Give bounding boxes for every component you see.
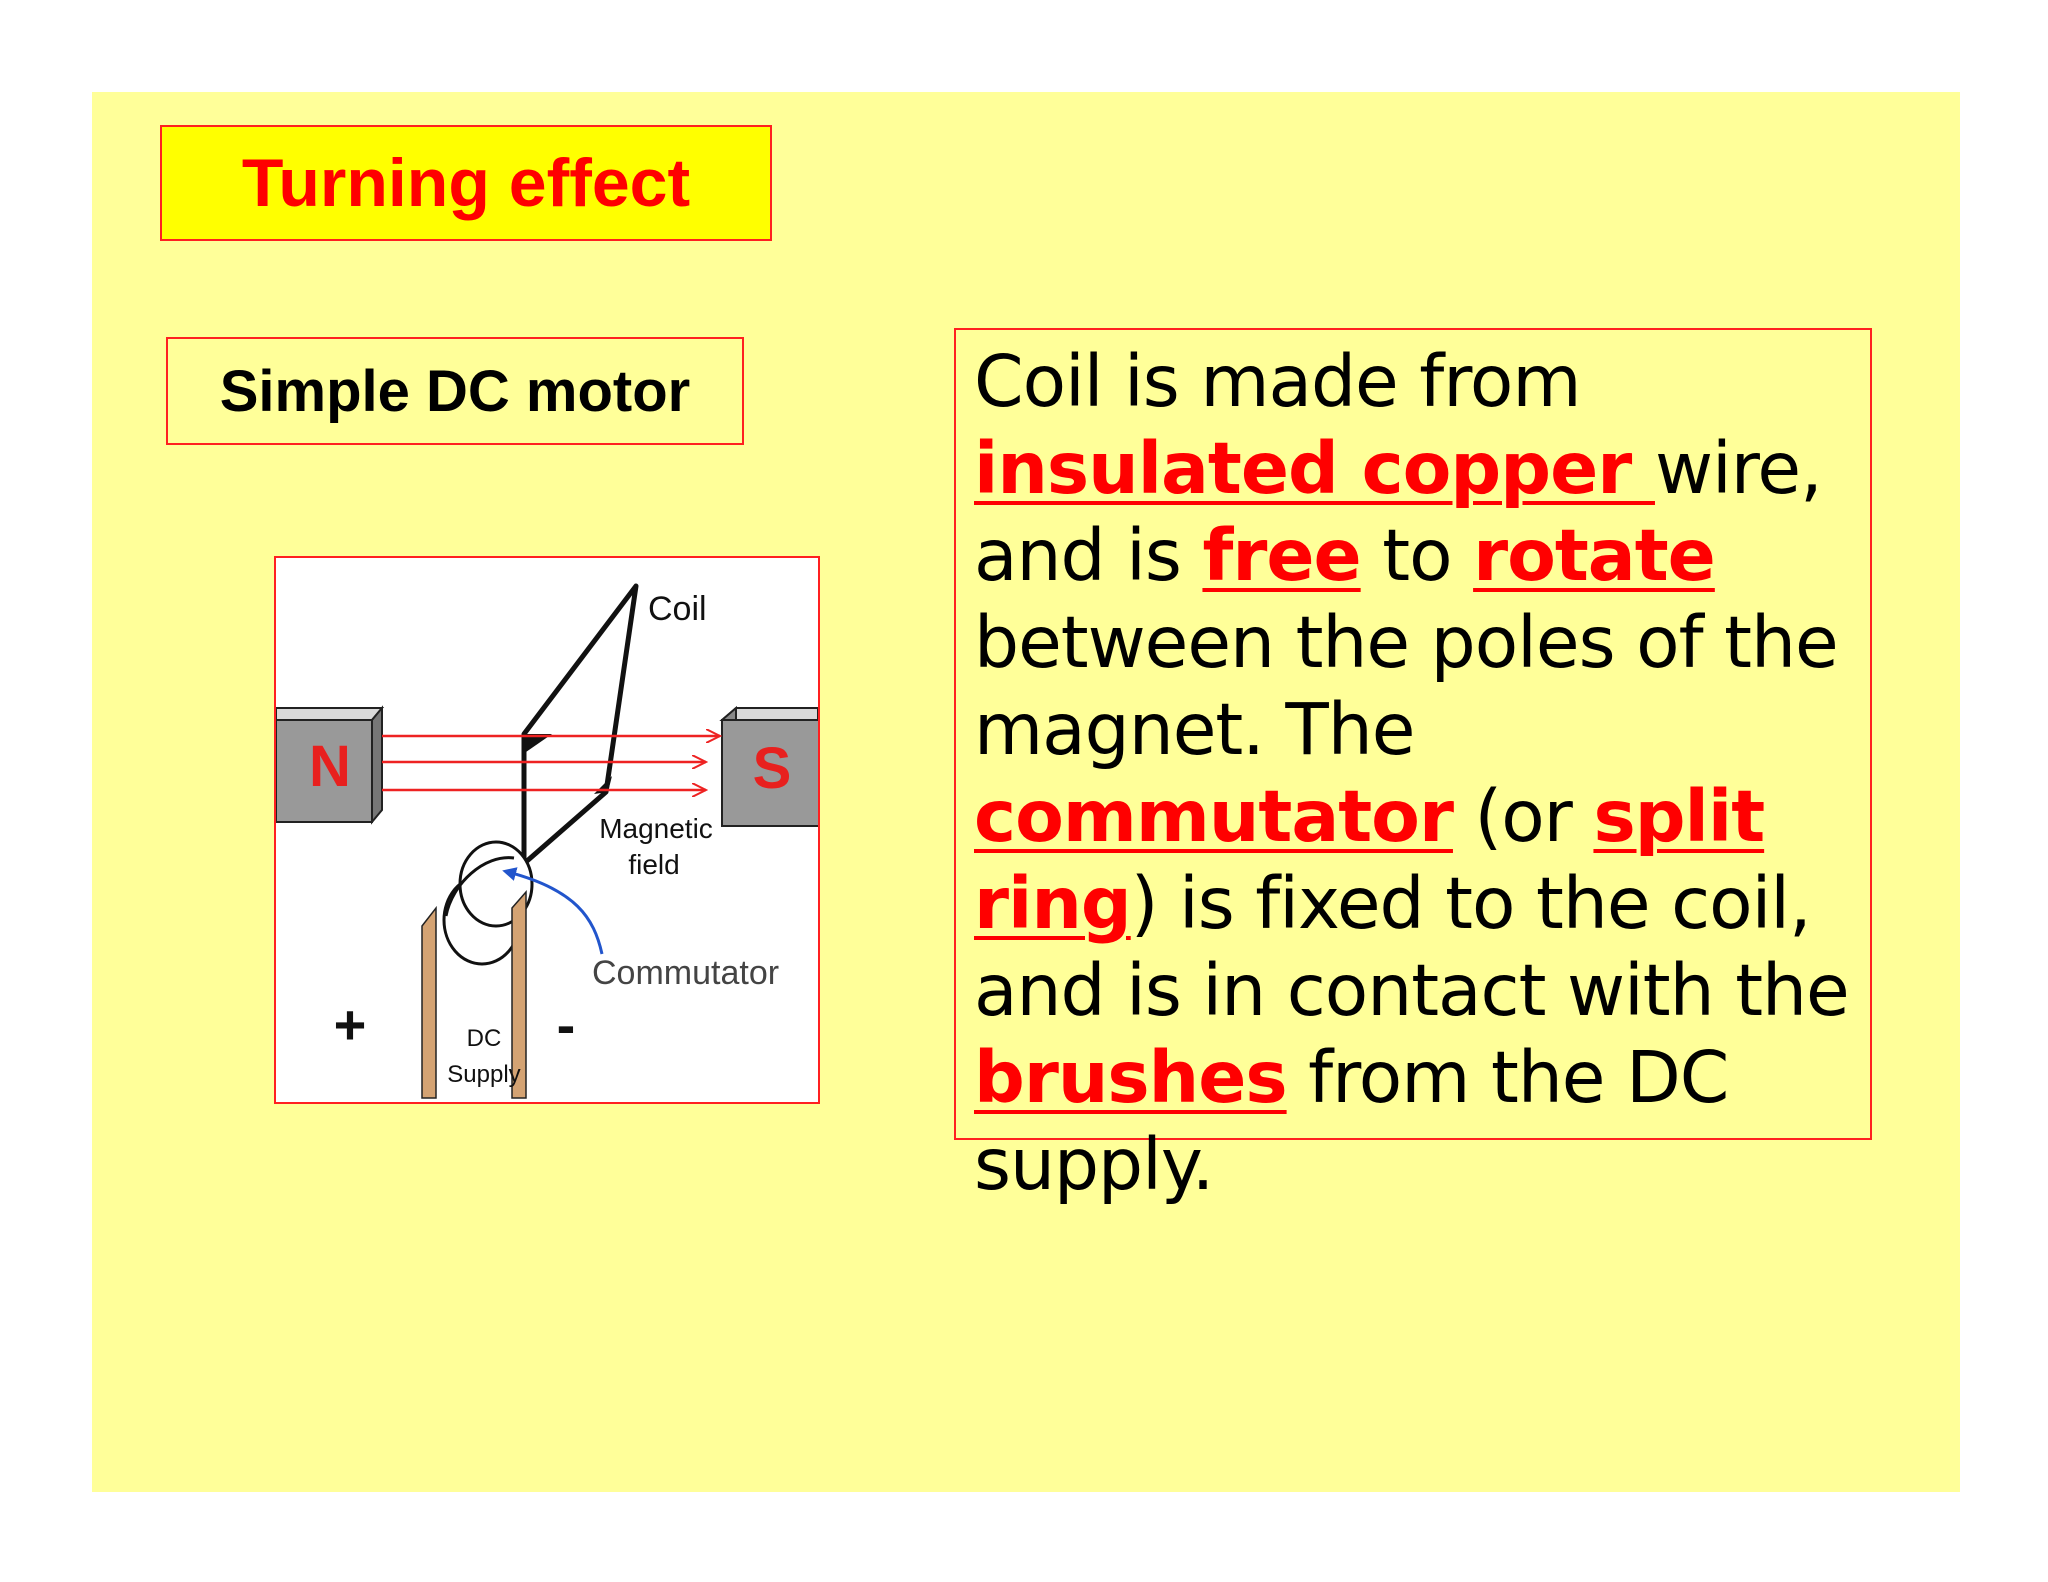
keyword-insulated-copper: insulated copper [974, 427, 1655, 510]
description-part: ) is fixed to the coil, and is in contac… [974, 862, 1850, 1032]
description-part: Coil is made from [974, 340, 1582, 423]
north-pole-label: N [309, 734, 351, 799]
keyword-brushes: brushes [974, 1036, 1288, 1119]
description-box: Coil is made from insulated copper wire,… [954, 328, 1872, 1206]
magnetic-field-label-2: field [628, 849, 679, 880]
south-magnet [719, 705, 818, 827]
keyword-split-ring: split ring [974, 775, 1765, 945]
title-box: Turning effect [160, 125, 772, 241]
commutator-label: Commutator [592, 954, 779, 992]
description-part: to [1360, 514, 1474, 597]
motor-illustration: N S Coil Magnetic field [276, 583, 818, 1099]
description-text: Coil is made from insulated copper wire,… [974, 338, 1852, 1208]
slide-title: Turning effect [241, 145, 691, 221]
north-magnet [276, 705, 385, 825]
dc-motor-diagram: N S Coil Magnetic field [274, 556, 820, 1104]
keyword-commutator: commutator [974, 775, 1454, 858]
keyword-free: free [1202, 514, 1361, 597]
magnetic-field-label-1: Magnetic [599, 813, 713, 844]
keyword-rotate: rotate [1473, 514, 1716, 597]
south-pole-label: S [753, 736, 792, 801]
slide-subtitle: Simple DC motor [219, 358, 691, 424]
magnetic-field-lines [382, 736, 720, 790]
subtitle-box: Simple DC motor [166, 337, 744, 445]
positive-terminal: + [334, 993, 367, 1056]
slide: Turning effect Simple DC motor N [92, 92, 1960, 1492]
coil-label: Coil [648, 590, 707, 628]
dc-supply-label-1: DC [467, 1025, 502, 1052]
description-part: wire, and is [974, 427, 1823, 597]
brushes [421, 890, 527, 1099]
rotation-arrow [502, 867, 604, 955]
description-part: (or [1452, 775, 1594, 858]
dc-supply-label-2: Supply [447, 1061, 520, 1088]
negative-terminal: - [557, 993, 576, 1056]
description-part: from the DC supply. [974, 1036, 1729, 1206]
description-part: between the poles of the magnet. The [974, 601, 1839, 771]
